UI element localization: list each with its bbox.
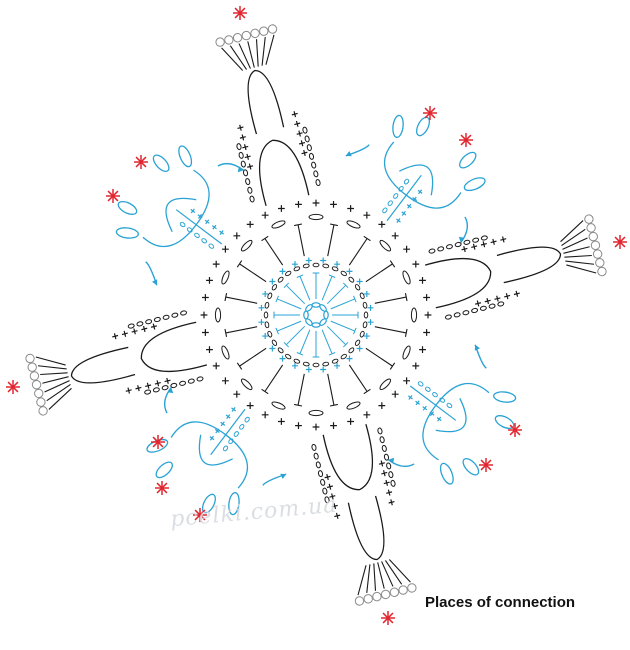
arrow-icon [474,344,487,369]
arrow-icon [345,144,370,157]
blue-arm [345,114,486,243]
asterisk-icon [459,133,473,147]
asterisk-icon [151,435,165,449]
blue-arm [146,387,287,516]
connection-markers [6,6,627,625]
blue-arms [115,114,517,516]
arrow-icon [262,473,287,486]
black-arm [311,423,417,606]
asterisk-icon [381,611,395,625]
asterisk-icon [6,380,20,394]
blue-arm [115,145,244,286]
asterisk-icon [193,508,207,522]
asterisk-icon [613,235,627,249]
asterisk-icon [155,481,169,495]
asterisk-icon [508,423,522,437]
black-arms [25,24,607,606]
caption-places-of-connection: Places of connection [425,594,576,611]
asterisk-icon [233,6,247,20]
snowflake-center [200,199,432,431]
blue-arm [388,344,517,485]
black-arm [215,24,321,207]
asterisk-icon [423,106,437,120]
black-arm [424,214,607,320]
asterisk-icon [106,189,120,203]
asterisk-icon [134,155,148,169]
arrow-icon [145,261,158,286]
asterisk-icon [479,458,493,472]
black-arm [25,310,208,416]
